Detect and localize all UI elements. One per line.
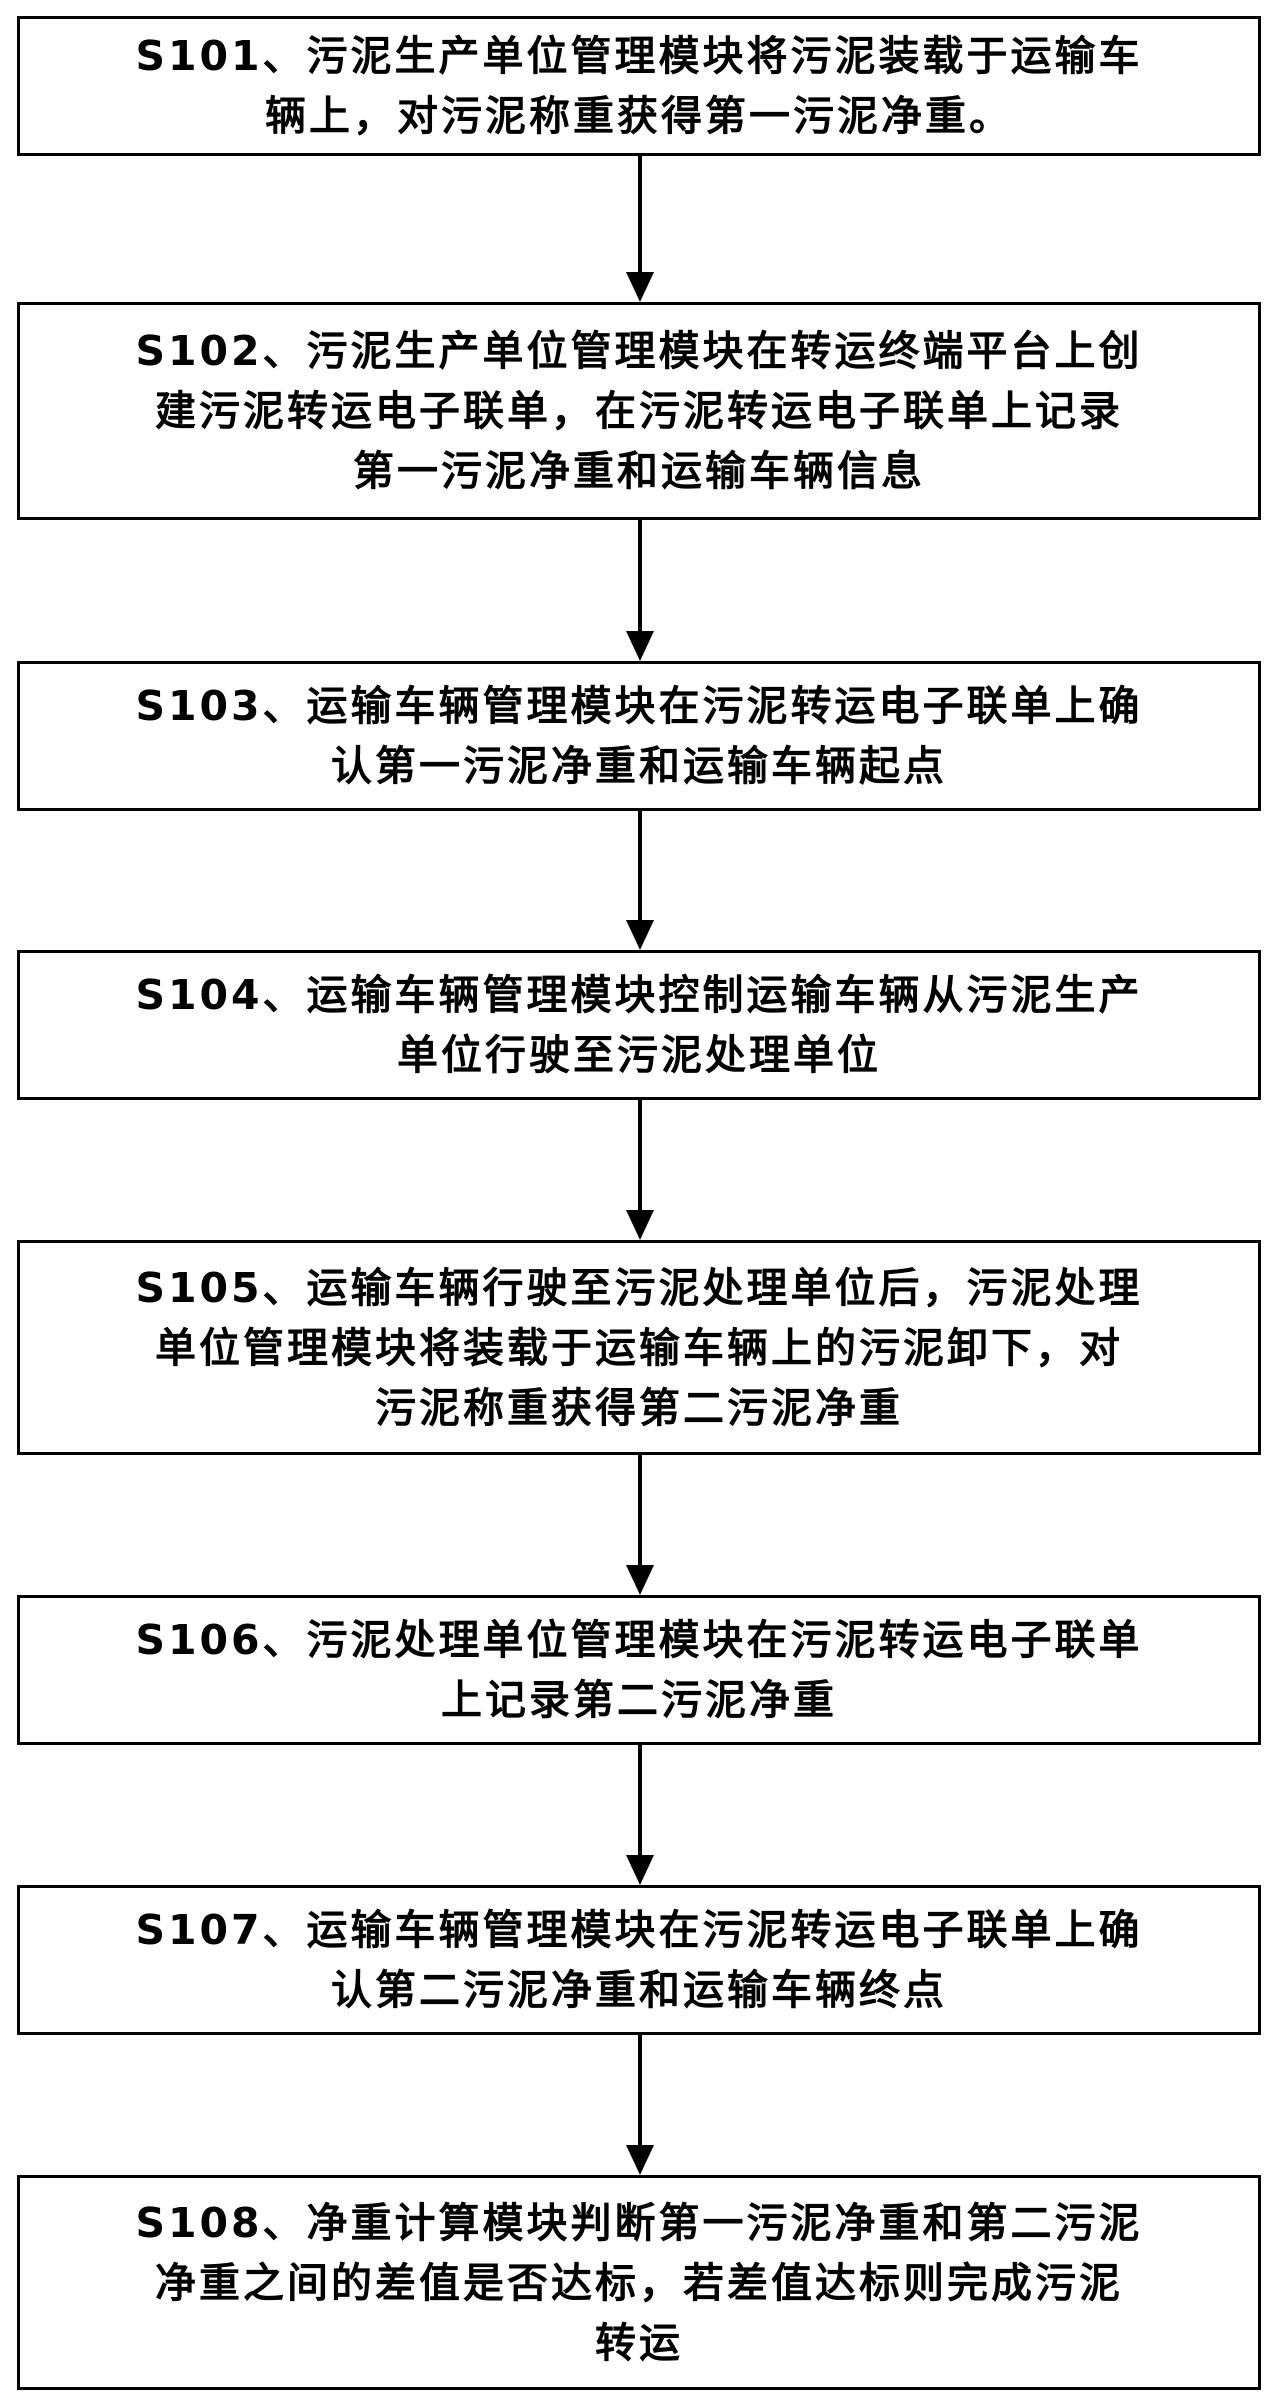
step-s103-text: S103、运输车辆管理模块在污泥转运电子联单上确 认第一污泥净重和运输车辆起点: [135, 682, 1143, 790]
step-s108-box: S108、净重计算模块判断第一污泥净重和第二污泥 净重之间的差值是否达标，若差值…: [17, 2175, 1261, 2390]
step-s104-text: S104、运输车辆管理模块控制运输车辆从污泥生产 单位行驶至污泥处理单位: [135, 971, 1143, 1079]
arrow-s105-to-s106: [626, 1455, 654, 1595]
step-s104-box: S104、运输车辆管理模块控制运输车辆从污泥生产 单位行驶至污泥处理单位: [17, 950, 1261, 1100]
arrow-s107-to-s108: [626, 2035, 654, 2175]
step-s101-text: S101、污泥生产单位管理模块将污泥装载于运输车 辆上，对污泥称重获得第一污泥净…: [135, 32, 1143, 140]
arrow-s103-to-s104: [626, 811, 654, 950]
step-s102-text: S102、污泥生产单位管理模块在转运终端平台上创 建污泥转运电子联单，在污泥转运…: [135, 327, 1143, 495]
arrow-s106-to-s107: [626, 1745, 654, 1885]
step-s107-box: S107、运输车辆管理模块在污泥转运电子联单上确 认第二污泥净重和运输车辆终点: [17, 1885, 1261, 2035]
step-s106-text: S106、污泥处理单位管理模块在污泥转运电子联单 上记录第二污泥净重: [135, 1616, 1143, 1724]
step-s105-text: S105、运输车辆行驶至污泥处理单位后，污泥处理 单位管理模块将装载于运输车辆上…: [135, 1263, 1143, 1432]
step-s103-box: S103、运输车辆管理模块在污泥转运电子联单上确 认第一污泥净重和运输车辆起点: [17, 661, 1261, 811]
arrow-s104-to-s105: [626, 1100, 654, 1240]
arrow-s102-to-s103: [626, 520, 654, 661]
step-s105-box: S105、运输车辆行驶至污泥处理单位后，污泥处理 单位管理模块将装载于运输车辆上…: [17, 1240, 1261, 1455]
arrow-s101-to-s102: [626, 156, 654, 302]
step-s107-text: S107、运输车辆管理模块在污泥转运电子联单上确 认第二污泥净重和运输车辆终点: [135, 1906, 1143, 2014]
step-s101-box: S101、污泥生产单位管理模块将污泥装载于运输车 辆上，对污泥称重获得第一污泥净…: [17, 16, 1261, 156]
step-s106-box: S106、污泥处理单位管理模块在污泥转运电子联单 上记录第二污泥净重: [17, 1595, 1261, 1745]
step-s102-box: S102、污泥生产单位管理模块在转运终端平台上创 建污泥转运电子联单，在污泥转运…: [17, 302, 1261, 520]
step-s108-text: S108、净重计算模块判断第一污泥净重和第二污泥 净重之间的差值是否达标，若差值…: [135, 2198, 1143, 2367]
